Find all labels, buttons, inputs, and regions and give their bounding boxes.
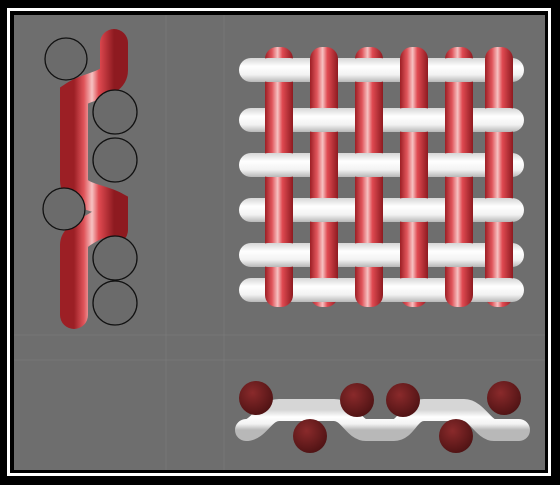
weft-over-crossing bbox=[477, 198, 521, 222]
weave-illustration bbox=[14, 15, 545, 470]
weft-over-crossing bbox=[302, 278, 346, 302]
weft-over-crossing bbox=[257, 153, 301, 177]
yarn-dot-icon bbox=[239, 381, 273, 415]
weft-over-crossing bbox=[302, 198, 346, 222]
weft-over-crossing bbox=[437, 58, 481, 82]
weft-over-crossing bbox=[392, 198, 436, 222]
yarn-cross-section-panel bbox=[43, 38, 137, 325]
weft-over-crossing bbox=[347, 243, 391, 267]
yarn-circle-icon bbox=[93, 90, 137, 134]
weft-over-crossing bbox=[477, 108, 521, 132]
yarn-circle-icon bbox=[43, 188, 85, 230]
figure-canvas bbox=[14, 15, 545, 470]
red-warp-yarn bbox=[310, 47, 338, 307]
weft-over-crossing bbox=[257, 243, 301, 267]
weft-over-crossing bbox=[437, 243, 481, 267]
yarn-dot-icon bbox=[340, 383, 374, 417]
weft-over-crossing bbox=[392, 108, 436, 132]
yarn-dot-icon bbox=[293, 419, 327, 453]
red-warp-yarn bbox=[400, 47, 428, 307]
weft-cross-section-panel bbox=[239, 381, 521, 453]
weft-over-crossing bbox=[477, 278, 521, 302]
weft-over-crossing bbox=[437, 153, 481, 177]
red-warp-yarn bbox=[485, 47, 513, 307]
weft-over-crossing bbox=[302, 108, 346, 132]
weft-over-crossing bbox=[347, 153, 391, 177]
yarn-dot-icon bbox=[487, 381, 521, 415]
woven-fabric-panel bbox=[239, 47, 524, 307]
yarn-dot-icon bbox=[386, 383, 420, 417]
white-yarn-wave bbox=[246, 410, 519, 430]
weft-over-crossing bbox=[257, 58, 301, 82]
yarn-dot-icon bbox=[439, 419, 473, 453]
weft-over-crossing bbox=[392, 278, 436, 302]
yarn-circle-icon bbox=[93, 236, 137, 280]
weft-over-crossing bbox=[347, 58, 391, 82]
yarn-circle-icon bbox=[93, 281, 137, 325]
yarn-circle-icon bbox=[93, 138, 137, 182]
yarn-circle-icon bbox=[45, 38, 87, 80]
